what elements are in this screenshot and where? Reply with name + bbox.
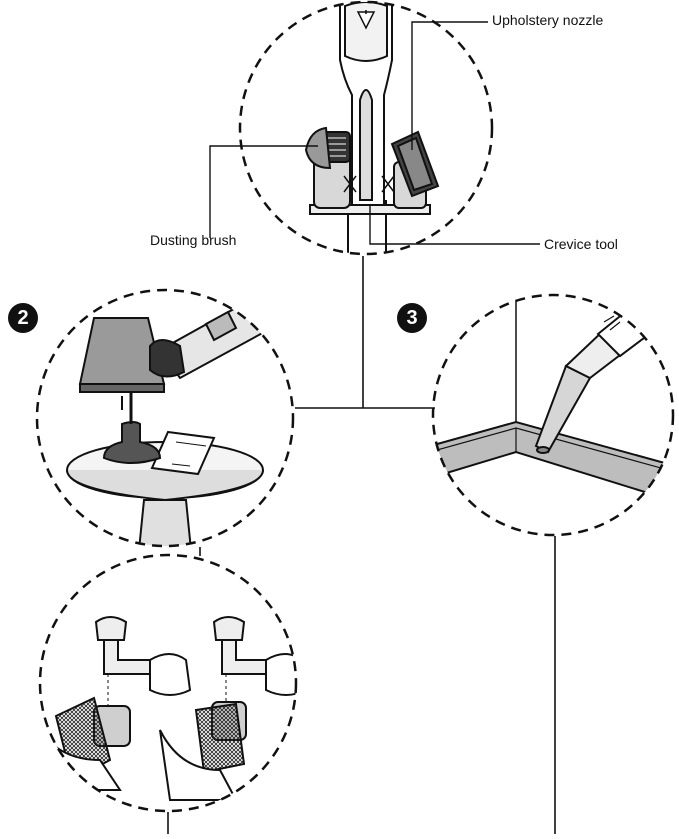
step-number-three: 3 (397, 303, 427, 333)
label-crevice-tool: Crevice tool (544, 236, 618, 252)
washing-filters-illustration (40, 555, 306, 811)
step-number-two: 2 (8, 303, 38, 333)
tool-holder-illustration (240, 2, 492, 260)
label-upholstery-nozzle: Upholstery nozzle (492, 12, 603, 28)
crevice-corner-illustration (430, 290, 679, 535)
label-dusting-brush: Dusting brush (150, 232, 236, 248)
dusting-lamp-illustration (37, 290, 293, 560)
